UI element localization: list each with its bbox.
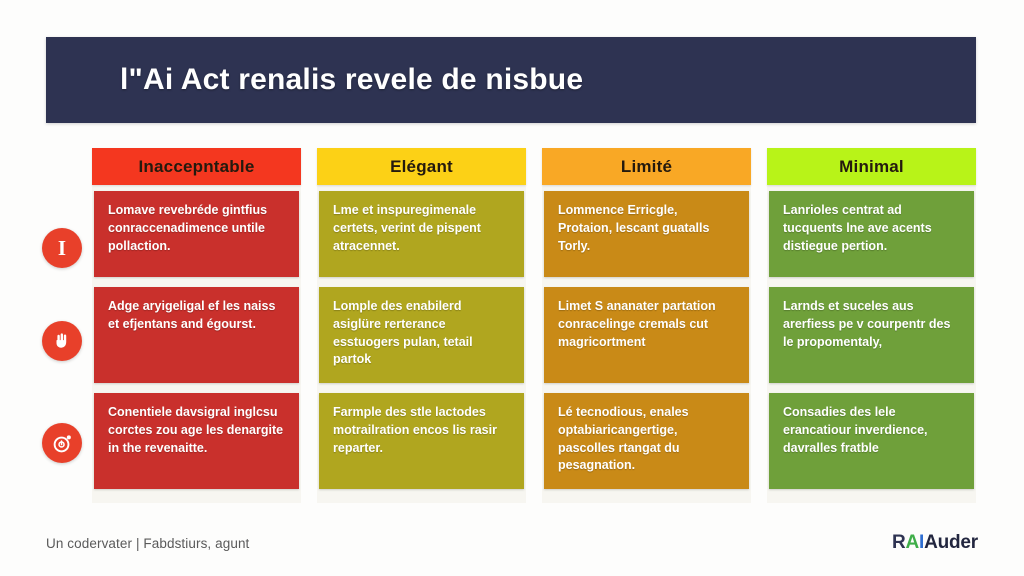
logo-letter-a: A xyxy=(905,532,919,553)
footer-note: Un codervater | Fabdstiurs, agunt xyxy=(46,535,250,551)
matrix-cell[interactable]: Lé tecnodious, enales optabiaricangertig… xyxy=(544,393,749,489)
slide-footer: Un codervater | Fabdstiurs, agunt R A I … xyxy=(46,528,978,558)
title-bar: l"Ai Act renalis revele de nisbue xyxy=(46,37,976,123)
logo-letter-i: I xyxy=(919,532,925,553)
column-header-inaccepntable[interactable]: Inaccepntable xyxy=(92,148,301,185)
target-clock-icon xyxy=(42,423,82,463)
column-body-inaccepntable: Lomave revebréde gintfius conraccenadime… xyxy=(92,185,301,503)
info-icon-letter: I xyxy=(57,235,67,260)
column-header-limite[interactable]: Limité xyxy=(542,148,751,185)
column-body-minimal: Lanrioles centrat ad tucquents lne ave a… xyxy=(767,185,976,503)
logo-wordmark: Auder xyxy=(924,532,978,553)
matrix-column-elegant: Elégant Lme et inspuregimenale certets, … xyxy=(317,148,526,503)
matrix-cell[interactable]: Adge aryigeligal ef les naiss et efjenta… xyxy=(94,287,299,383)
matrix-cell[interactable]: Lanrioles centrat ad tucquents lne ave a… xyxy=(769,191,974,277)
risk-matrix: Inaccepntable Lomave revebréde gintfius … xyxy=(92,148,976,503)
info-icon: I xyxy=(42,228,82,268)
brand-logo: R A I Auder xyxy=(892,532,978,554)
row-icon-column: I xyxy=(42,148,86,503)
matrix-column-inaccepntable: Inaccepntable Lomave revebréde gintfius … xyxy=(92,148,301,503)
matrix-column-minimal: Minimal Lanrioles centrat ad tucquents l… xyxy=(767,148,976,503)
matrix-cell[interactable]: Limet S ananater partation conracelinge … xyxy=(544,287,749,383)
matrix-cell[interactable]: Lommence Erricgle, Protaion, lescant gua… xyxy=(544,191,749,277)
matrix-cell[interactable]: Lme et inspuregimenale certets, verint d… xyxy=(319,191,524,277)
column-body-limite: Lommence Erricgle, Protaion, lescant gua… xyxy=(542,185,751,503)
column-header-minimal[interactable]: Minimal xyxy=(767,148,976,185)
page-title: l"Ai Act renalis revele de nisbue xyxy=(120,63,584,96)
column-body-elegant: Lme et inspuregimenale certets, verint d… xyxy=(317,185,526,503)
matrix-cell[interactable]: Lomave revebréde gintfius conraccenadime… xyxy=(94,191,299,277)
matrix-cell[interactable]: Consadies des lele erancatiour inverdien… xyxy=(769,393,974,489)
matrix-cell[interactable]: Lomple des enabilerd asiglüre rerterance… xyxy=(319,287,524,383)
hand-stop-icon xyxy=(42,321,82,361)
matrix-cell[interactable]: Larnds et suceles aus arerfiess pe v cou… xyxy=(769,287,974,383)
matrix-cell[interactable]: Farmple des stle lactodes motrailration … xyxy=(319,393,524,489)
matrix-cell[interactable]: Conentiele davsigral inglcsu corctes zou… xyxy=(94,393,299,489)
column-header-elegant[interactable]: Elégant xyxy=(317,148,526,185)
matrix-column-limite: Limité Lommence Erricgle, Protaion, lesc… xyxy=(542,148,751,503)
logo-letter-r: R xyxy=(891,532,906,553)
